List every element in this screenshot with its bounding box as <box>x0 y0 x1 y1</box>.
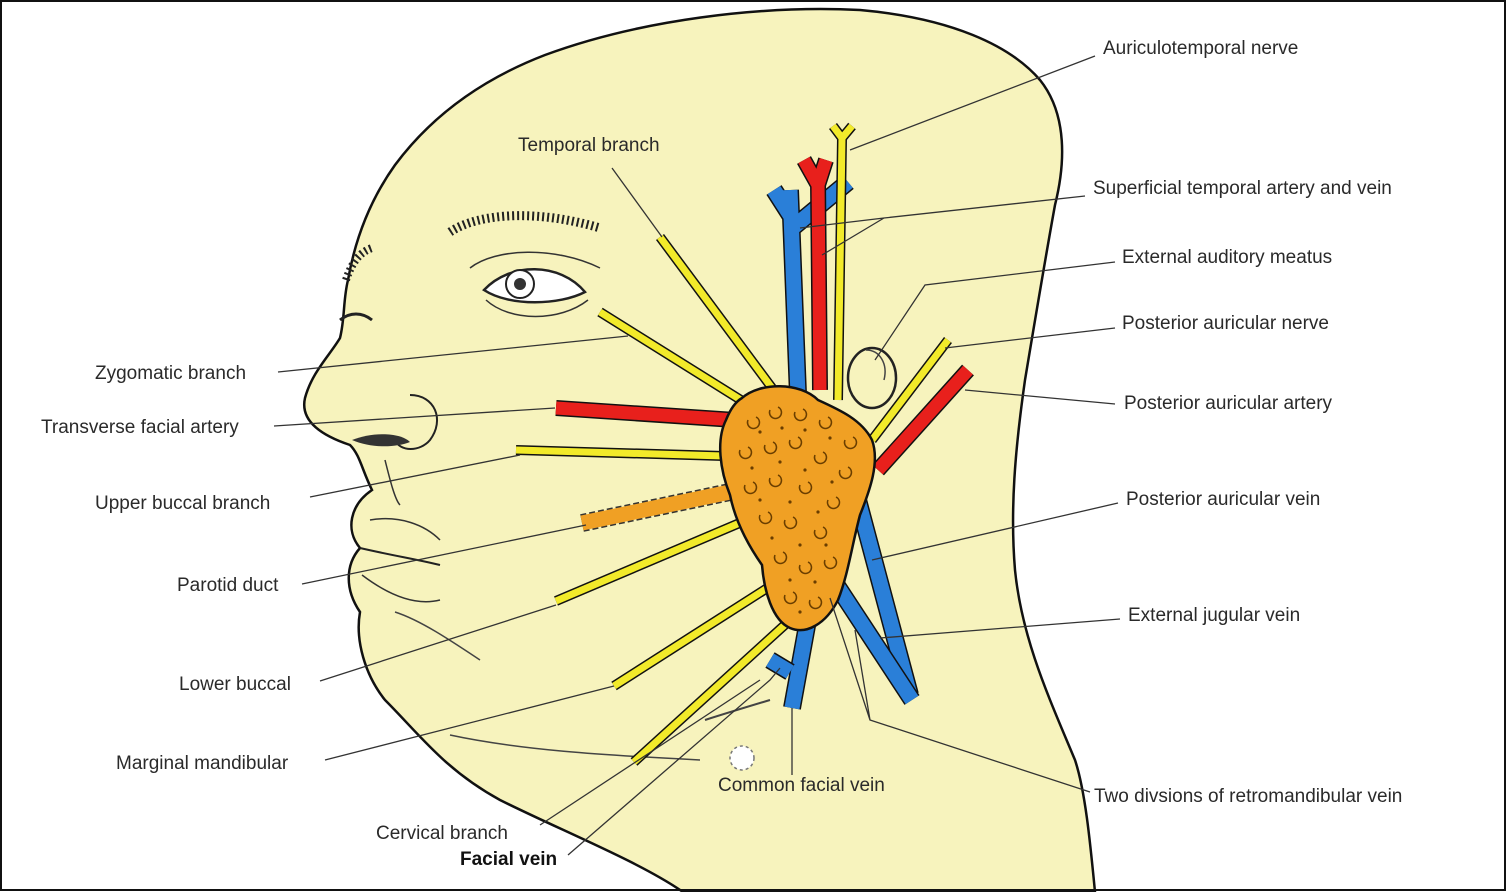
zygomatic-branch <box>597 307 747 407</box>
label-cervical-branch: Cervical branch <box>376 823 508 844</box>
mouth <box>359 518 441 603</box>
upper-buccal-branch <box>515 445 725 461</box>
label-superficial-temporal: Superficial temporal artery and vein <box>1093 178 1392 199</box>
label-lower-buccal: Lower buccal <box>179 674 291 695</box>
eye <box>469 251 601 318</box>
label-temporal-branch: Temporal branch <box>518 135 660 156</box>
superficial-temporal-artery <box>797 156 834 391</box>
cervical-branch <box>630 618 792 766</box>
posterior-auricular-artery <box>872 364 974 476</box>
label-posterior-auricular-vein: Posterior auricular vein <box>1126 489 1320 510</box>
label-upper-buccal-branch: Upper buccal branch <box>95 493 270 514</box>
label-auriculotemporal-nerve: Auriculotemporal nerve <box>1103 38 1298 59</box>
parotid-duct <box>580 483 732 532</box>
label-transverse-facial-artery: Transverse facial artery <box>41 417 239 438</box>
label-external-jugular-vein: External jugular vein <box>1128 605 1300 626</box>
parotid-gland <box>719 385 877 632</box>
label-common-facial-vein: Common facial vein <box>718 775 885 796</box>
leader-lines <box>273 55 1121 856</box>
label-external-auditory-meatus: External auditory meatus <box>1122 247 1332 268</box>
marginal-mandibular-branch <box>611 580 775 691</box>
label-zygomatic-branch: Zygomatic branch <box>95 363 246 384</box>
temporal-branch <box>655 234 777 391</box>
auriculotemporal-nerve <box>829 122 856 401</box>
lower-buccal-branch <box>554 517 744 606</box>
superficial-temporal-vein <box>766 175 854 396</box>
label-two-divisions-retromandibular: Two divsions of retromandibular vein <box>1094 786 1402 807</box>
external-auditory-meatus <box>846 346 898 410</box>
nose <box>352 394 439 506</box>
label-facial-vein: Facial vein <box>460 849 557 870</box>
label-parotid-duct: Parotid duct <box>177 575 279 596</box>
transverse-facial-artery <box>555 400 736 428</box>
posterior-auricular-nerve <box>868 336 952 444</box>
label-posterior-auricular-nerve: Posterior auricular nerve <box>1122 313 1329 334</box>
neck-hole <box>729 745 755 771</box>
retromandibular-vein <box>765 497 920 710</box>
label-posterior-auricular-artery: Posterior auricular artery <box>1124 393 1333 414</box>
label-marginal-mandibular: Marginal mandibular <box>116 753 289 774</box>
eyebrow <box>447 211 602 236</box>
